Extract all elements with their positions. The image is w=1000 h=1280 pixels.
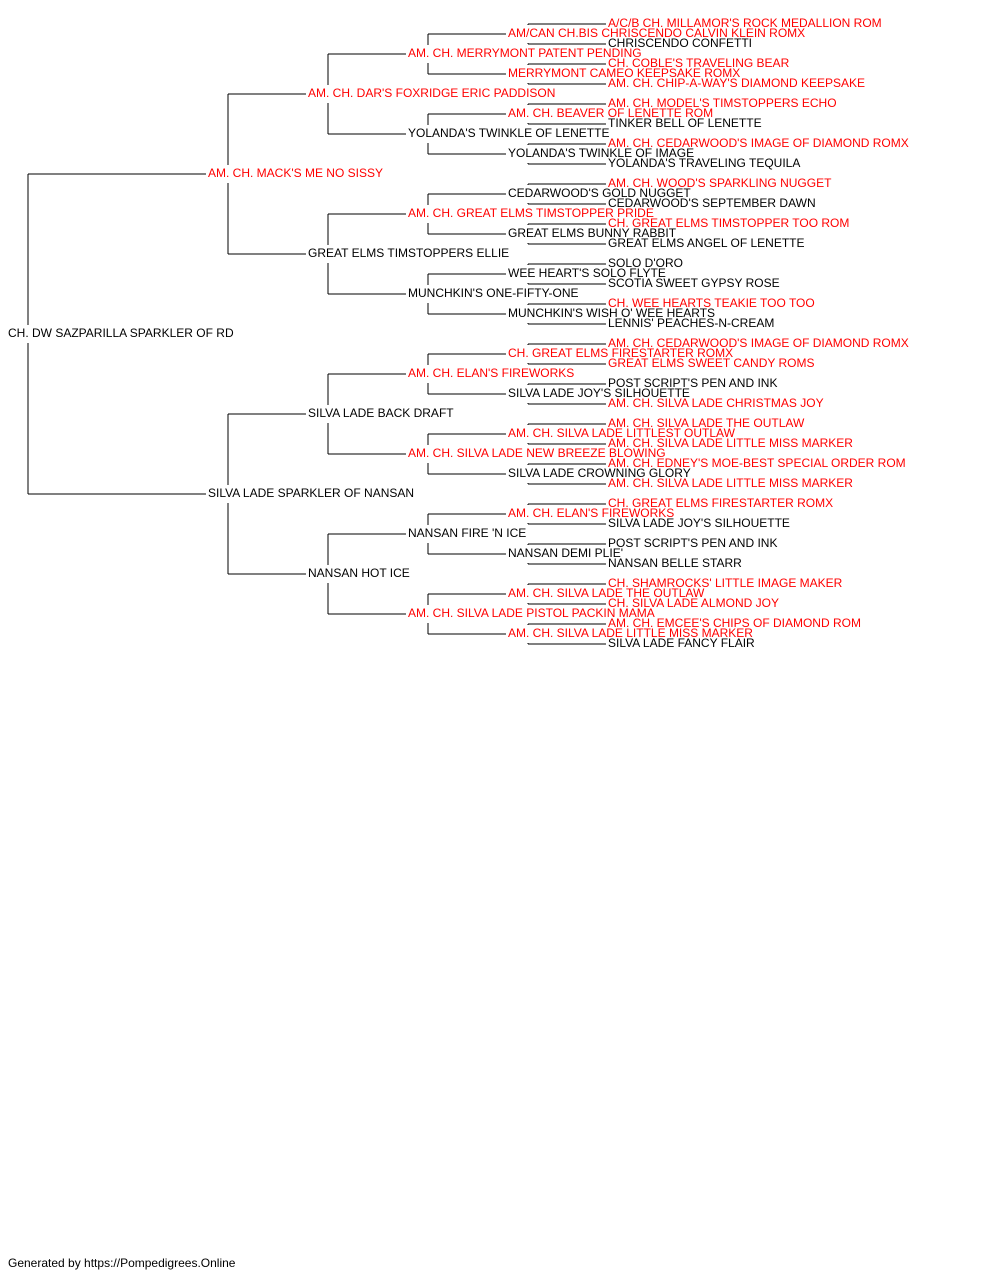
- dog-name-label: MUNCHKIN'S WISH O' WEE HEARTS: [508, 306, 715, 320]
- dog-name-label: AM. CH. GREAT ELMS TIMSTOPPER PRIDE: [408, 206, 654, 220]
- dog-name-label: AM. CH. SILVA LADE LITTLE MISS MARKER: [608, 436, 853, 450]
- dog-name-label: SILVA LADE JOY'S SILHOUETTE: [508, 386, 690, 400]
- dog-name-label: CH. DW SAZPARILLA SPARKLER OF RD: [8, 326, 234, 340]
- dog-name-label: SILVA LADE SPARKLER OF NANSAN: [208, 486, 414, 500]
- dog-name-label: AM. CH. EDNEY'S MOE-BEST SPECIAL ORDER R…: [608, 456, 906, 470]
- dog-name-label: NANSAN DEMI PLIE': [508, 546, 623, 560]
- dog-name-label: AM. CH. ELAN'S FIREWORKS: [508, 506, 674, 520]
- dog-name-label: AM. CH. SILVA LADE LITTLE MISS MARKER: [608, 476, 853, 490]
- generated-by-footer: Generated by https://Pompedigrees.Online: [8, 1256, 236, 1270]
- dog-name-label: AM. CH. MERRYMONT PATENT PENDING: [408, 46, 642, 60]
- dog-name-label: NANSAN HOT ICE: [308, 566, 410, 580]
- dog-name-label: AM. CH. SILVA LADE NEW BREEZE BLOWING: [408, 446, 666, 460]
- dog-name-label: TINKER BELL OF LENETTE: [608, 116, 762, 130]
- dog-name-label: AM. CH. CEDARWOOD'S IMAGE OF DIAMOND ROM…: [608, 136, 909, 150]
- dog-name-label: CH. SILVA LADE ALMOND JOY: [608, 596, 779, 610]
- dog-name-label: CHRISCENDO CONFETTI: [608, 36, 752, 50]
- dog-name-label: NANSAN FIRE 'N ICE: [408, 526, 526, 540]
- dog-name-label: AM. CH. SILVA LADE CHRISTMAS JOY: [608, 396, 824, 410]
- dog-name-label: NANSAN BELLE STARR: [608, 556, 742, 570]
- dog-name-label: AM. CH. CHIP-A-WAY'S DIAMOND KEEPSAKE: [608, 76, 865, 90]
- dog-name-label: AM. CH. SILVA LADE THE OUTLAW: [608, 416, 805, 430]
- dog-name-label: AM. CH. EMCEE'S CHIPS OF DIAMOND ROM: [608, 616, 861, 630]
- dog-name-label: YOLANDA'S TRAVELING TEQUILA: [608, 156, 800, 170]
- dog-name-label: AM/CAN CH.BIS CHRISCENDO CALVIN KLEIN RO…: [508, 26, 805, 40]
- dog-name-label: AM. CH. CEDARWOOD'S IMAGE OF DIAMOND ROM…: [608, 336, 909, 350]
- dog-name-label: AM. CH. MACK'S ME NO SISSY: [208, 166, 383, 180]
- dog-name-label: WEE HEART'S SOLO FLYTE: [508, 266, 666, 280]
- dog-name-label: CH. COBLE'S TRAVELING BEAR: [608, 56, 790, 70]
- dog-name-label: AM. CH. SILVA LADE LITTLEST OUTLAW: [508, 426, 736, 440]
- dog-name-label: CEDARWOOD'S SEPTEMBER DAWN: [608, 196, 816, 210]
- pedigree-connector-lines: [27, 23, 606, 645]
- dog-name-label: AM. CH. DAR'S FOXRIDGE ERIC PADDISON: [308, 86, 555, 100]
- dog-name-label: CH. GREAT ELMS TIMSTOPPER TOO ROM: [608, 216, 849, 230]
- dog-name-label: GREAT ELMS SWEET CANDY ROMS: [608, 356, 814, 370]
- dog-name-label: GREAT ELMS BUNNY RABBIT: [508, 226, 677, 240]
- dog-name-label: SILVA LADE FANCY FLAIR: [608, 636, 755, 650]
- dog-name-label: POST SCRIPT'S PEN AND INK: [608, 376, 777, 390]
- dog-name-label: CH. GREAT ELMS FIRESTARTER ROMX: [508, 346, 733, 360]
- dog-name-label: SILVA LADE BACK DRAFT: [308, 406, 454, 420]
- dog-name-label: CEDARWOOD'S GOLD NUGGET: [508, 186, 691, 200]
- dog-name-label: SCOTIA SWEET GYPSY ROSE: [608, 276, 780, 290]
- dog-name-label: CH. WEE HEARTS TEAKIE TOO TOO: [608, 296, 815, 310]
- dog-name-label: AM. CH. ELAN'S FIREWORKS: [408, 366, 574, 380]
- dog-name-label: A/C/B CH. MILLAMOR'S ROCK MEDALLION ROM: [608, 16, 882, 30]
- dog-name-label: YOLANDA'S TWINKLE OF IMAGE: [508, 146, 694, 160]
- dog-name-label: SILVA LADE CROWNING GLORY: [508, 466, 691, 480]
- pedigree-labels: CH. DW SAZPARILLA SPARKLER OF RD AM. CH. …: [8, 16, 909, 650]
- dog-name-label: AM. CH. SILVA LADE PISTOL PACKIN MAMA: [408, 606, 655, 620]
- dog-name-label: SILVA LADE JOY'S SILHOUETTE: [608, 516, 790, 530]
- dog-name-label: POST SCRIPT'S PEN AND INK: [608, 536, 777, 550]
- dog-name-label: AM. CH. SILVA LADE THE OUTLAW: [508, 586, 705, 600]
- dog-name-label: AM. CH. MODEL'S TIMSTOPPERS ECHO: [608, 96, 837, 110]
- dog-name-label: CH. GREAT ELMS FIRESTARTER ROMX: [608, 496, 833, 510]
- dog-name-label: AM. CH. BEAVER OF LENETTE ROM: [508, 106, 713, 120]
- dog-name-label: MUNCHKIN'S ONE-FIFTY-ONE: [408, 286, 579, 300]
- dog-name-label: AM. CH. WOOD'S SPARKLING NUGGET: [608, 176, 832, 190]
- dog-name-label: GREAT ELMS ANGEL OF LENETTE: [608, 236, 805, 250]
- dog-name-label: AM. CH. SILVA LADE LITTLE MISS MARKER: [508, 626, 753, 640]
- dog-name-label: LENNIS' PEACHES-N-CREAM: [608, 316, 774, 330]
- dog-name-label: YOLANDA'S TWINKLE OF LENETTE: [408, 126, 609, 140]
- dog-name-label: GREAT ELMS TIMSTOPPERS ELLIE: [308, 246, 509, 260]
- dog-name-label: SOLO D'ORO: [608, 256, 683, 270]
- dog-name-label: CH. SHAMROCKS' LITTLE IMAGE MAKER: [608, 576, 843, 590]
- dog-name-label: MERRYMONT CAMEO KEEPSAKE ROMX: [508, 66, 740, 80]
